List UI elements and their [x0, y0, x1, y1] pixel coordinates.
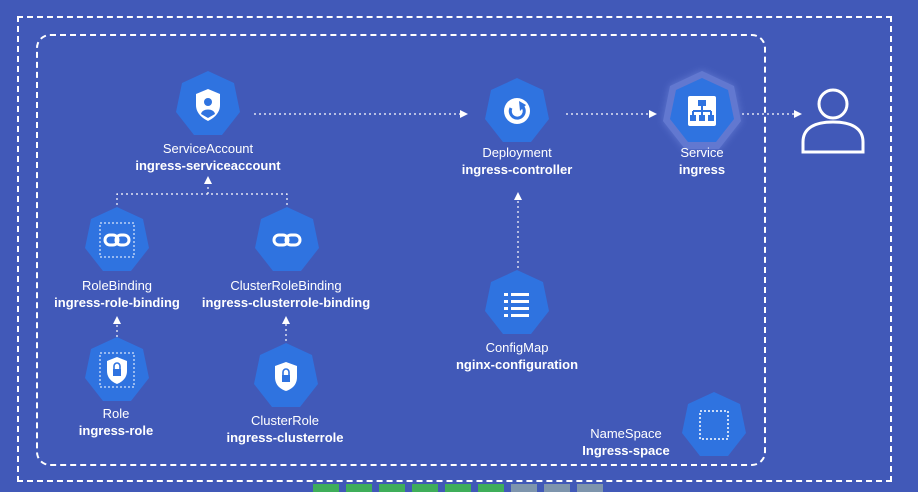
dashed-square-icon — [699, 410, 729, 440]
namespace-name: Ingress-space — [582, 443, 670, 458]
bottom-swatch — [445, 484, 471, 492]
role-label: Role ingress-role — [56, 405, 176, 439]
clusterrolebinding-label: ClusterRoleBinding ingress-clusterrole-b… — [194, 277, 378, 311]
lock-icon — [107, 357, 127, 384]
service-name: ingress — [678, 162, 726, 177]
rolebinding-label: RoleBinding ingress-role-binding — [36, 277, 198, 311]
bottom-swatch — [379, 484, 405, 492]
namespace-type: NameSpace — [590, 426, 662, 441]
clusterrole-type: ClusterRole — [251, 413, 319, 428]
clusterrole-node — [254, 343, 318, 407]
deployment-label: Deployment ingress-controller — [437, 144, 597, 178]
serviceaccount-node — [176, 71, 240, 135]
namespace-node — [682, 392, 746, 456]
link-icon — [103, 233, 131, 247]
namespace-boundary — [36, 34, 766, 466]
shield-user-icon — [196, 89, 220, 121]
deployment-type: Deployment — [482, 145, 552, 160]
namespace-label: NameSpace Ingress-space — [568, 425, 684, 459]
bottom-swatch — [478, 484, 504, 492]
rolebinding-name: ingress-role-binding — [54, 295, 180, 310]
rolebinding-type: RoleBinding — [81, 278, 153, 293]
list-icon — [504, 293, 529, 317]
configmap-label: ConfigMap nginx-configuration — [437, 339, 597, 373]
clusterrole-label: ClusterRole ingress-clusterrole — [210, 412, 360, 446]
rolebinding-node — [85, 207, 149, 271]
role-type: Role — [102, 406, 130, 421]
serviceaccount-type: ServiceAccount — [162, 141, 254, 156]
service-label: Service ingress — [662, 144, 742, 178]
lock-icon — [275, 362, 297, 391]
bottom-swatch — [511, 484, 537, 492]
user-icon — [801, 88, 865, 154]
clusterrole-name: ingress-clusterrole — [226, 430, 344, 445]
role-node — [85, 337, 149, 401]
role-name: ingress-role — [78, 423, 154, 438]
clusterrolebinding-node — [255, 207, 319, 271]
link-icon — [272, 233, 302, 247]
service-type: Service — [680, 145, 724, 160]
service-node — [663, 71, 741, 149]
serviceaccount-name: ingress-serviceaccount — [135, 158, 281, 173]
edge-bindings-serviceaccount — [116, 193, 288, 210]
configmap-node — [485, 270, 549, 334]
rotate-arrow-icon — [504, 98, 530, 124]
cluster-boundary — [17, 16, 892, 482]
deployment-name: ingress-controller — [461, 162, 573, 177]
bottom-swatch — [313, 484, 339, 492]
configmap-type: ConfigMap — [485, 340, 549, 355]
bottom-swatch — [346, 484, 372, 492]
deployment-node — [485, 78, 549, 142]
bottom-swatch — [412, 484, 438, 492]
bottom-swatch — [577, 484, 603, 492]
serviceaccount-label: ServiceAccount ingress-serviceaccount — [128, 140, 288, 174]
bottom-swatch — [544, 484, 570, 492]
clusterrolebinding-type: ClusterRoleBinding — [230, 278, 342, 293]
clusterrolebinding-name: ingress-clusterrole-binding — [201, 295, 371, 310]
network-tree-icon — [688, 96, 716, 126]
configmap-name: nginx-configuration — [455, 357, 579, 372]
